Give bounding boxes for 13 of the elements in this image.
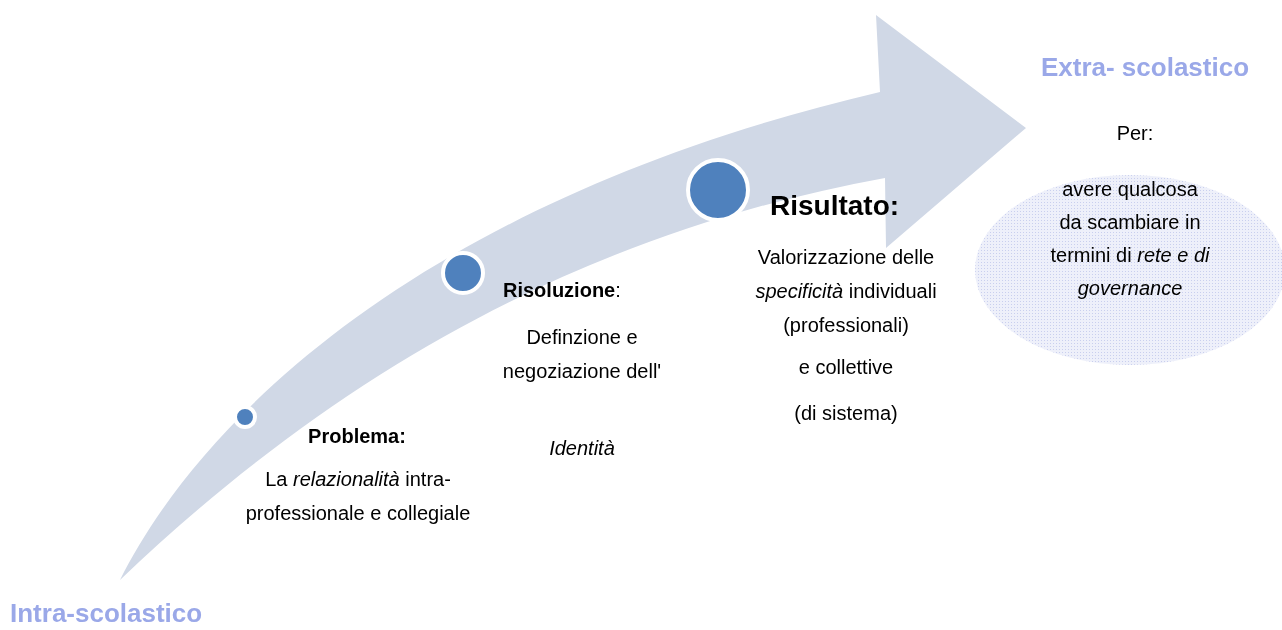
stage-heading: Risultato: bbox=[770, 189, 901, 223]
stage-description: (di sistema) bbox=[793, 401, 899, 426]
stage-heading: Risoluzione: bbox=[503, 278, 622, 303]
end-label: Extra- scolastico bbox=[1039, 51, 1251, 84]
stage-heading: Problema: bbox=[307, 424, 407, 449]
start-label: Intra-scolastico bbox=[10, 597, 204, 630]
node-text: avere qualcosa da scambiare in termini di rete e di governance bbox=[1049, 177, 1211, 301]
stage-description: Definzione e negoziazione dell' bbox=[502, 325, 662, 384]
stage-description: Identità bbox=[548, 436, 616, 461]
intro-text: Per: bbox=[1115, 121, 1155, 146]
stage-description: La relazionalità intra-professionale e collegiale bbox=[244, 467, 472, 526]
stage-description: e collettive bbox=[797, 355, 895, 380]
stage-description: Valorizzazione delle specificità individuali (professionali) bbox=[754, 245, 938, 338]
